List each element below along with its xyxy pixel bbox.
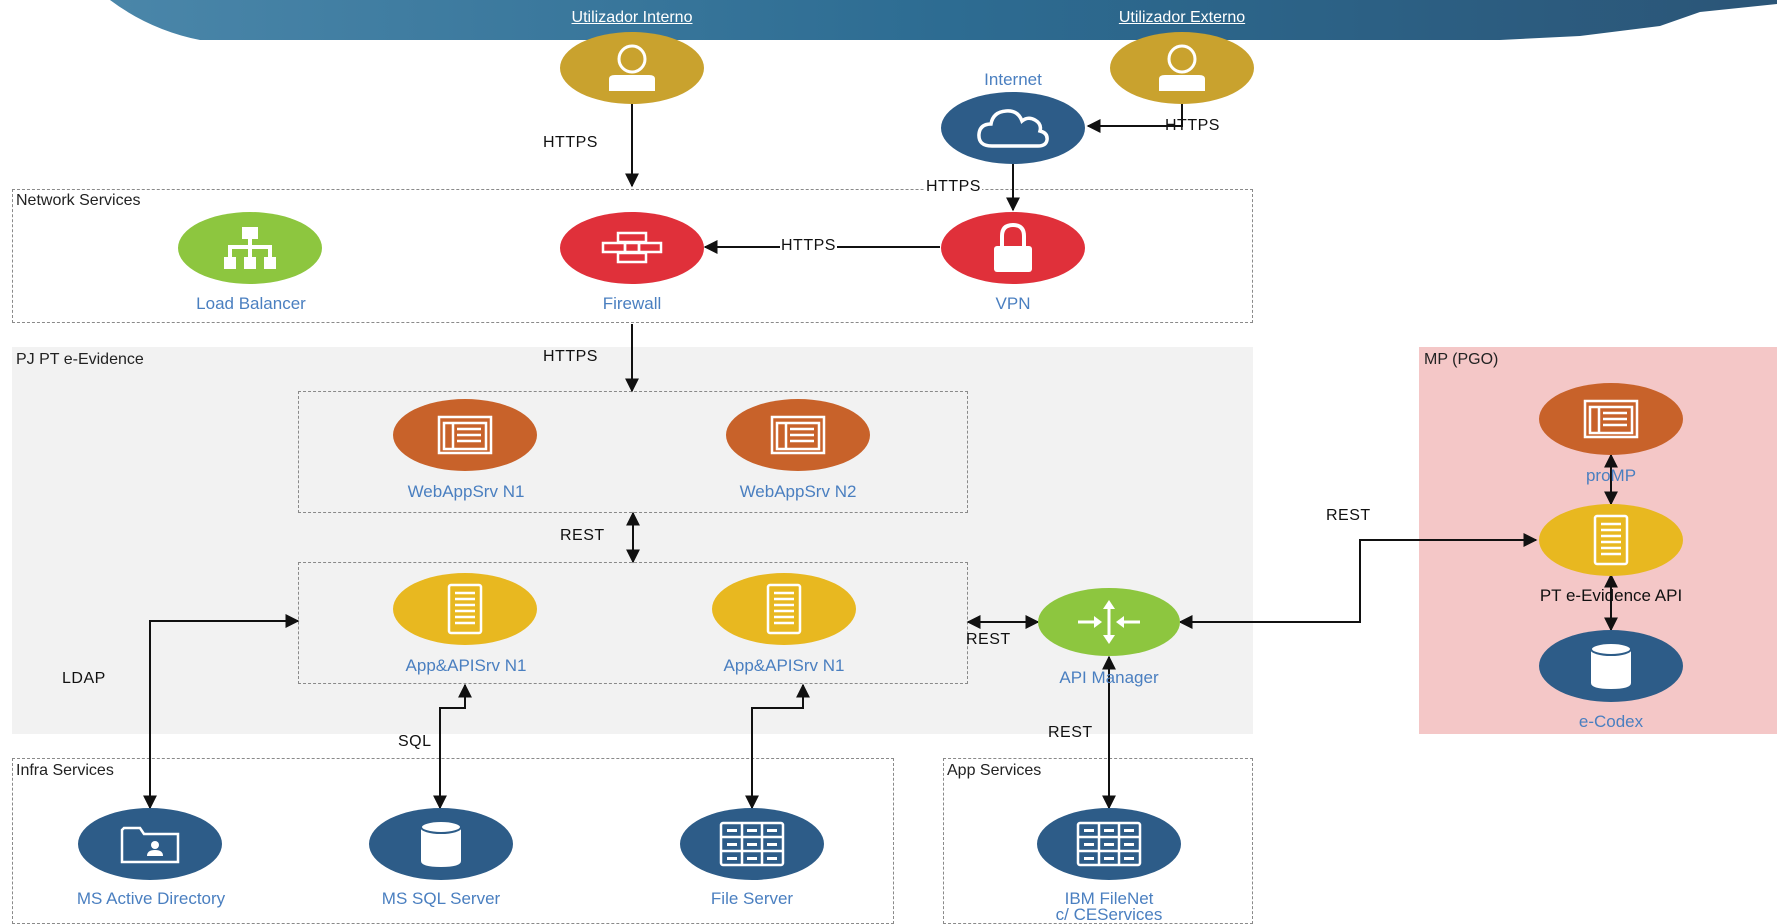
database-icon (1590, 642, 1632, 689)
node-appapisrv-n1-a[interactable] (393, 573, 537, 645)
database-icon (420, 820, 462, 867)
edge-label-web-app-rest: REST (560, 527, 605, 544)
header-banner (110, 0, 1777, 40)
label-pt-e-evidence-api: PT e-Evidence API (1539, 586, 1683, 605)
label-webappsrv-n1: WebAppSrv N1 (407, 482, 525, 501)
edge-external-internet (1086, 104, 1183, 133)
load-balancer-icon (224, 227, 276, 269)
web-app-icon (770, 415, 826, 455)
node-pt-e-evidence-api[interactable] (1539, 504, 1683, 576)
edge-fileserver (745, 683, 810, 810)
user-icon (609, 44, 655, 91)
label-utilizador-interno: Utilizador Interno (571, 9, 693, 26)
server-icon (447, 583, 483, 635)
api-manager-icon (1078, 600, 1140, 644)
edge-sql (433, 683, 472, 810)
zone-title-app: App Services (947, 762, 1042, 779)
label-load-balancer: Load Balancer (196, 294, 306, 313)
label-e-codex: e-Codex (1578, 712, 1644, 731)
edge-label-api-filenet-rest: REST (1048, 724, 1093, 741)
label-promp: proMP (1585, 466, 1637, 485)
node-ms-sql-server[interactable] (369, 808, 513, 880)
node-webappsrv-n2[interactable] (726, 399, 870, 471)
edge-label-vpn-firewall-https: HTTPS (780, 237, 837, 255)
web-app-icon (437, 415, 493, 455)
edge-label-api-mp-rest: REST (1326, 507, 1371, 524)
zone-title-mp: MP (PGO) (1424, 351, 1499, 368)
node-firewall[interactable] (560, 212, 704, 284)
file-storage-icon (1076, 821, 1142, 867)
firewall-icon (601, 231, 663, 264)
node-utilizador-interno[interactable] (560, 32, 704, 104)
edge-label-internet-vpn-https: HTTPS (925, 178, 982, 196)
server-icon (766, 583, 802, 635)
zone-title-infra: Infra Services (16, 762, 114, 779)
label-firewall: Firewall (602, 294, 662, 313)
file-storage-icon (719, 821, 785, 867)
edge-label-firewall-web-https: HTTPS (543, 348, 598, 365)
label-webappsrv-n2: WebAppSrv N2 (739, 482, 857, 501)
zone-title-pj: PJ PT e-Evidence (16, 351, 144, 368)
edge-label-external-https: HTTPS (1165, 117, 1220, 134)
label-ibm-filenet-line2: c/ CEServices (1055, 905, 1163, 924)
label-utilizador-externo: Utilizador Externo (1118, 9, 1246, 26)
zone-network-services (12, 189, 1253, 323)
user-icon (1159, 44, 1205, 91)
label-api-manager: API Manager (1059, 668, 1159, 687)
node-appapisrv-n1-b[interactable] (712, 573, 856, 645)
edge-ldap (143, 614, 300, 810)
node-api-manager[interactable] (1038, 588, 1180, 656)
node-load-balancer[interactable] (178, 212, 322, 284)
node-vpn[interactable] (941, 212, 1085, 284)
label-ms-sql-server: MS SQL Server (381, 889, 501, 908)
label-internet: Internet (984, 70, 1042, 89)
edge-label-ldap: LDAP (62, 670, 106, 687)
edge-label-app-api-rest: REST (966, 631, 1011, 648)
label-appapisrv-n1-a: App&APISrv N1 (405, 656, 527, 675)
node-utilizador-externo[interactable] (1110, 32, 1254, 104)
label-file-server: File Server (710, 889, 794, 908)
lock-icon (994, 222, 1032, 272)
server-icon (1593, 514, 1629, 566)
label-vpn: VPN (995, 294, 1031, 313)
label-ms-active-directory: MS Active Directory (76, 889, 226, 908)
node-ms-active-directory[interactable] (78, 808, 222, 880)
node-file-server[interactable] (680, 808, 824, 880)
edge-label-internal-https: HTTPS (543, 134, 598, 151)
node-ibm-filenet[interactable] (1037, 808, 1181, 880)
node-promp[interactable] (1539, 383, 1683, 455)
edge-label-sql: SQL (398, 733, 432, 750)
label-appapisrv-n1-b: App&APISrv N1 (723, 656, 845, 675)
web-app-icon (1583, 399, 1639, 439)
zone-title-network: Network Services (16, 192, 141, 209)
directory-folder-icon (120, 826, 180, 864)
node-webappsrv-n1[interactable] (393, 399, 537, 471)
node-internet[interactable] (941, 92, 1085, 164)
label-ibm-filenet-line1: IBM FileNet (1064, 889, 1154, 908)
edge-api-mp (1178, 533, 1538, 629)
node-e-codex[interactable] (1539, 630, 1683, 702)
cloud-icon (977, 109, 1049, 148)
